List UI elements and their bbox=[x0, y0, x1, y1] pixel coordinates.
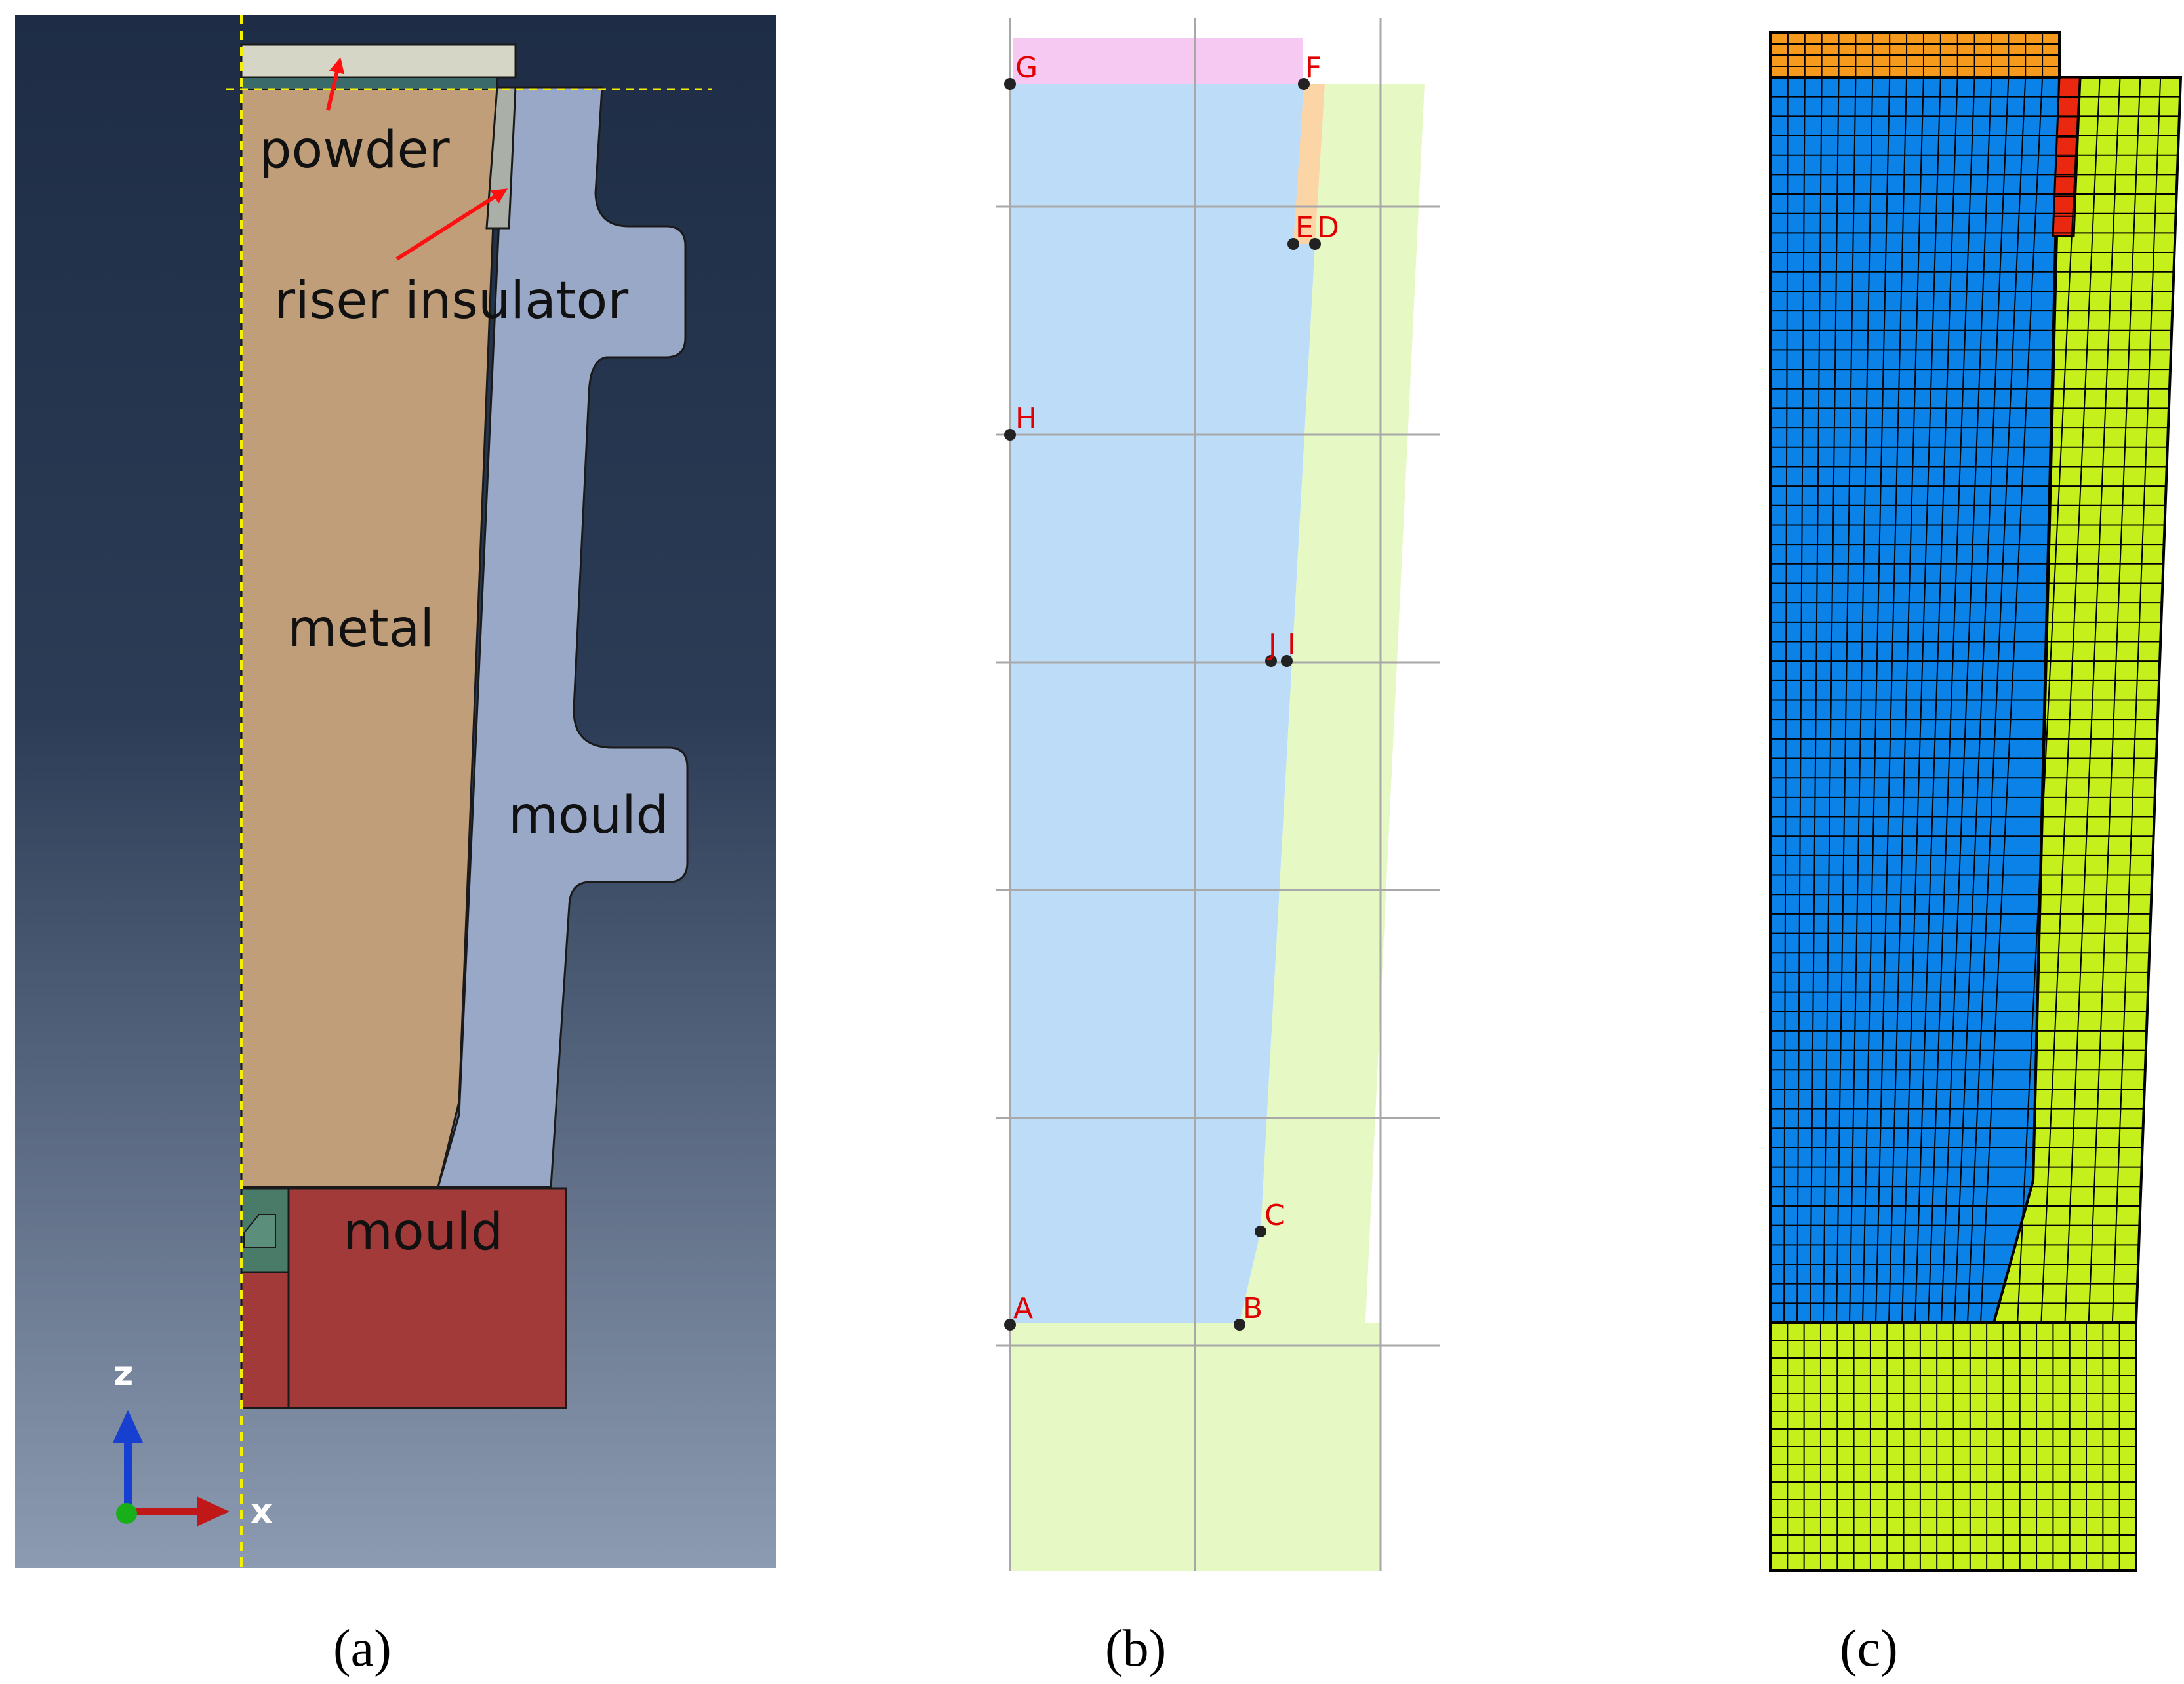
riser-arrow bbox=[395, 188, 508, 261]
point-F bbox=[1298, 78, 1310, 90]
powder-region bbox=[240, 43, 517, 79]
powder-region-b bbox=[1013, 38, 1303, 84]
label-mould-lower: mould bbox=[343, 1203, 503, 1262]
point-label-B: B bbox=[1243, 1292, 1263, 1325]
mould-side-region-b bbox=[1240, 84, 1425, 1323]
insulator-region-b bbox=[1293, 84, 1325, 244]
panel-b: G F E D H J I C A B (b) bbox=[996, 18, 1440, 1677]
label-riser-insulator: riser insulator bbox=[274, 271, 629, 331]
caption-c: (c) bbox=[1840, 1620, 1898, 1677]
label-powder: powder bbox=[259, 121, 451, 180]
metal-region-b bbox=[1010, 84, 1315, 1323]
point-label-E: E bbox=[1295, 211, 1314, 245]
point-I bbox=[1281, 655, 1293, 667]
axis-triad: z x bbox=[113, 1354, 273, 1531]
label-mould-upper: mould bbox=[508, 786, 668, 845]
point-label-H: H bbox=[1015, 402, 1037, 435]
powder-thin-layer bbox=[241, 77, 498, 90]
point-label-A: A bbox=[1013, 1292, 1033, 1325]
point-label-I: I bbox=[1287, 628, 1296, 662]
points-b bbox=[1004, 78, 1321, 1331]
mesh-lines bbox=[1771, 33, 2180, 1571]
panel-a: powder riser insulator metal mould mould… bbox=[15, 15, 776, 1677]
label-metal: metal bbox=[287, 599, 434, 658]
point-A bbox=[1004, 1319, 1016, 1331]
powder-arrow bbox=[326, 57, 345, 111]
point-H bbox=[1004, 429, 1016, 441]
z-axis-head bbox=[113, 1410, 143, 1443]
x-axis-label: x bbox=[251, 1492, 273, 1531]
x-axis-head bbox=[197, 1496, 230, 1527]
grid-b bbox=[996, 18, 1440, 1571]
mould-base-lower bbox=[240, 1271, 290, 1409]
mould-base-region bbox=[287, 1187, 567, 1409]
mould-upper-region bbox=[437, 86, 689, 1188]
point-label-G: G bbox=[1015, 51, 1038, 85]
point-labels-b: G F E D H J I C A B bbox=[1013, 51, 1339, 1325]
point-label-J: J bbox=[1266, 628, 1277, 662]
point-G bbox=[1004, 78, 1016, 90]
point-label-F: F bbox=[1305, 51, 1322, 85]
point-J bbox=[1265, 655, 1277, 667]
origin-marker bbox=[116, 1503, 137, 1524]
caption-b: (b) bbox=[1105, 1620, 1166, 1677]
point-E bbox=[1287, 238, 1299, 250]
point-B bbox=[1234, 1319, 1245, 1331]
z-axis-label: z bbox=[113, 1354, 133, 1393]
caption-a: (a) bbox=[333, 1620, 392, 1677]
point-label-D: D bbox=[1317, 211, 1339, 245]
point-label-C: C bbox=[1264, 1199, 1285, 1232]
panel-c: (c) bbox=[1769, 31, 2183, 1677]
green-insert-detail bbox=[243, 1214, 276, 1248]
point-C bbox=[1255, 1226, 1266, 1237]
point-D bbox=[1309, 238, 1321, 250]
